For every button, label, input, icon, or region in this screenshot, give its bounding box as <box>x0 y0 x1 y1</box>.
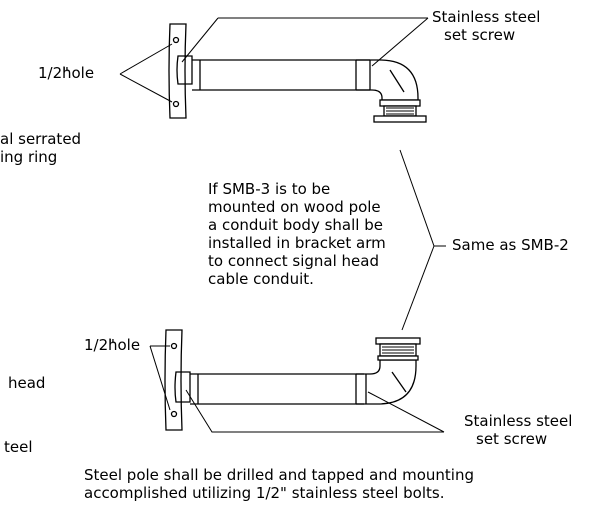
top-assembly <box>168 23 427 123</box>
serrated-ring-label-1: al serrated <box>0 130 81 148</box>
half-hole-bottom-word: hole <box>108 336 140 354</box>
footer-line-1: Steel pole shall be drilled and tapped a… <box>84 466 474 484</box>
set-screw-top-label-2: set screw <box>444 26 515 44</box>
top-mounting-head <box>373 99 427 123</box>
note-line-4: installed in bracket arm <box>208 234 386 252</box>
set-screw-bottom-label-1: Stainless steel <box>464 412 572 430</box>
leader-lines <box>119 17 446 433</box>
half-hole-bottom-fraction: 1/2" <box>84 336 115 354</box>
half-hole-top-word: hole <box>62 64 94 82</box>
top-elbow <box>356 59 419 101</box>
serrated-ring-label-2: ing ring <box>0 148 57 166</box>
half-hole-top-fraction: 1/2" <box>38 64 69 82</box>
teel-label: teel <box>4 438 33 456</box>
same-as-label: Same as SMB-2 <box>452 236 569 254</box>
bottom-pole-plate <box>164 329 183 431</box>
footer-line-2: accomplished utilizing 1/2" stainless st… <box>84 484 444 502</box>
note-line-1: If SMB-3 is to be <box>208 180 330 198</box>
bottom-elbow <box>356 359 417 405</box>
top-pole-plate <box>168 23 187 119</box>
note-line-3: a conduit body shall be <box>208 216 383 234</box>
top-pole-collar <box>176 55 193 85</box>
bottom-mounting-head <box>375 337 421 361</box>
note-line-2: mounted on wood pole <box>208 198 381 216</box>
bottom-pole-collar <box>174 371 191 403</box>
set-screw-top-label-1: Stainless steel <box>432 8 540 26</box>
set-screw-bottom-label-2: set screw <box>476 430 547 448</box>
bottom-assembly <box>164 329 421 431</box>
labels: Stainless steel set screw 1/2" hole al s… <box>0 8 572 502</box>
note-line-5: to connect signal head <box>208 252 379 270</box>
head-label: head <box>8 374 45 392</box>
note-line-6: cable conduit. <box>208 270 314 288</box>
